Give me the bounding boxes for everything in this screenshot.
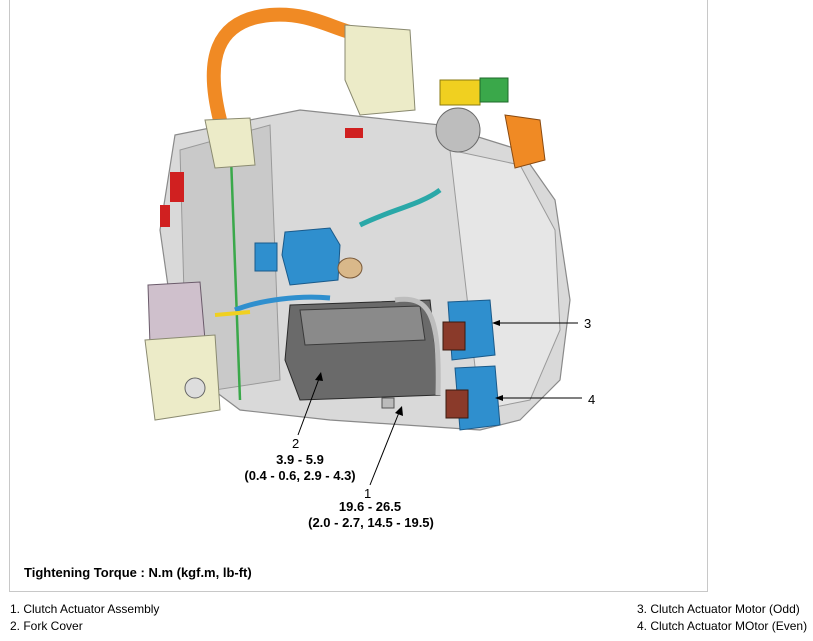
callout-3: 3 <box>584 316 592 331</box>
callout-1: 1 <box>364 486 372 501</box>
blue-connector <box>254 242 278 272</box>
mount-bolt <box>381 397 395 409</box>
blue-line <box>234 294 331 313</box>
left-actuator-bolt <box>184 377 206 399</box>
torque-2-nm: 3.9 - 5.9 <box>276 452 324 467</box>
orange-bracket <box>504 114 546 169</box>
left-actuator-body <box>144 334 221 421</box>
red-mark <box>345 128 363 138</box>
torque-1-nm: 19.6 - 26.5 <box>338 499 402 514</box>
cable-boot <box>204 117 256 169</box>
bracket-tab <box>337 257 363 279</box>
left-actuator-top <box>147 281 206 346</box>
arrowhead-3 <box>492 320 500 326</box>
teal-tube <box>358 187 442 228</box>
green-seal-line <box>228 129 242 401</box>
green-connector <box>479 77 509 103</box>
legend-item-3: 3. Clutch Actuator Motor (Odd) <box>637 602 800 616</box>
red-mark <box>160 205 170 227</box>
leader-line-1 <box>369 409 401 486</box>
torque-1-alt: (2.0 - 2.7, 14.5 - 19.5) <box>308 515 434 530</box>
motor-even-connector <box>445 389 469 419</box>
legend-item-1: 1. Clutch Actuator Assembly <box>10 602 160 616</box>
yellow-connector <box>439 79 481 106</box>
legend-right: 3. Clutch Actuator Motor (Odd) 4. Clutch… <box>637 601 807 635</box>
sensor-housing <box>435 107 481 153</box>
arrowhead-4 <box>495 395 503 401</box>
tightening-torque-note: Tightening Torque : N.m (kgf.m, lb-ft) <box>24 565 252 580</box>
callout-2: 2 <box>292 436 300 451</box>
torque-2-alt: (0.4 - 0.6, 2.9 - 4.3) <box>244 468 356 483</box>
orange-cable <box>206 7 367 127</box>
callout-4: 4 <box>588 392 596 407</box>
blue-reservoir <box>281 227 341 286</box>
red-mark <box>170 172 184 202</box>
actuator-upper-plate <box>299 305 426 346</box>
cable-connector <box>344 24 416 116</box>
legend-item-4: 4. Clutch Actuator MOtor (Even) <box>637 619 808 633</box>
arrowhead-2 <box>315 372 323 381</box>
yellow-line <box>214 310 251 317</box>
legend-item-2: 2. Fork Cover <box>10 619 83 633</box>
pipe <box>394 296 441 396</box>
legend-left: 1. Clutch Actuator Assembly 2. Fork Cove… <box>10 601 159 635</box>
leader-line-2 <box>297 375 321 436</box>
arrowhead-1 <box>395 406 403 416</box>
motor-odd-connector <box>442 321 466 351</box>
